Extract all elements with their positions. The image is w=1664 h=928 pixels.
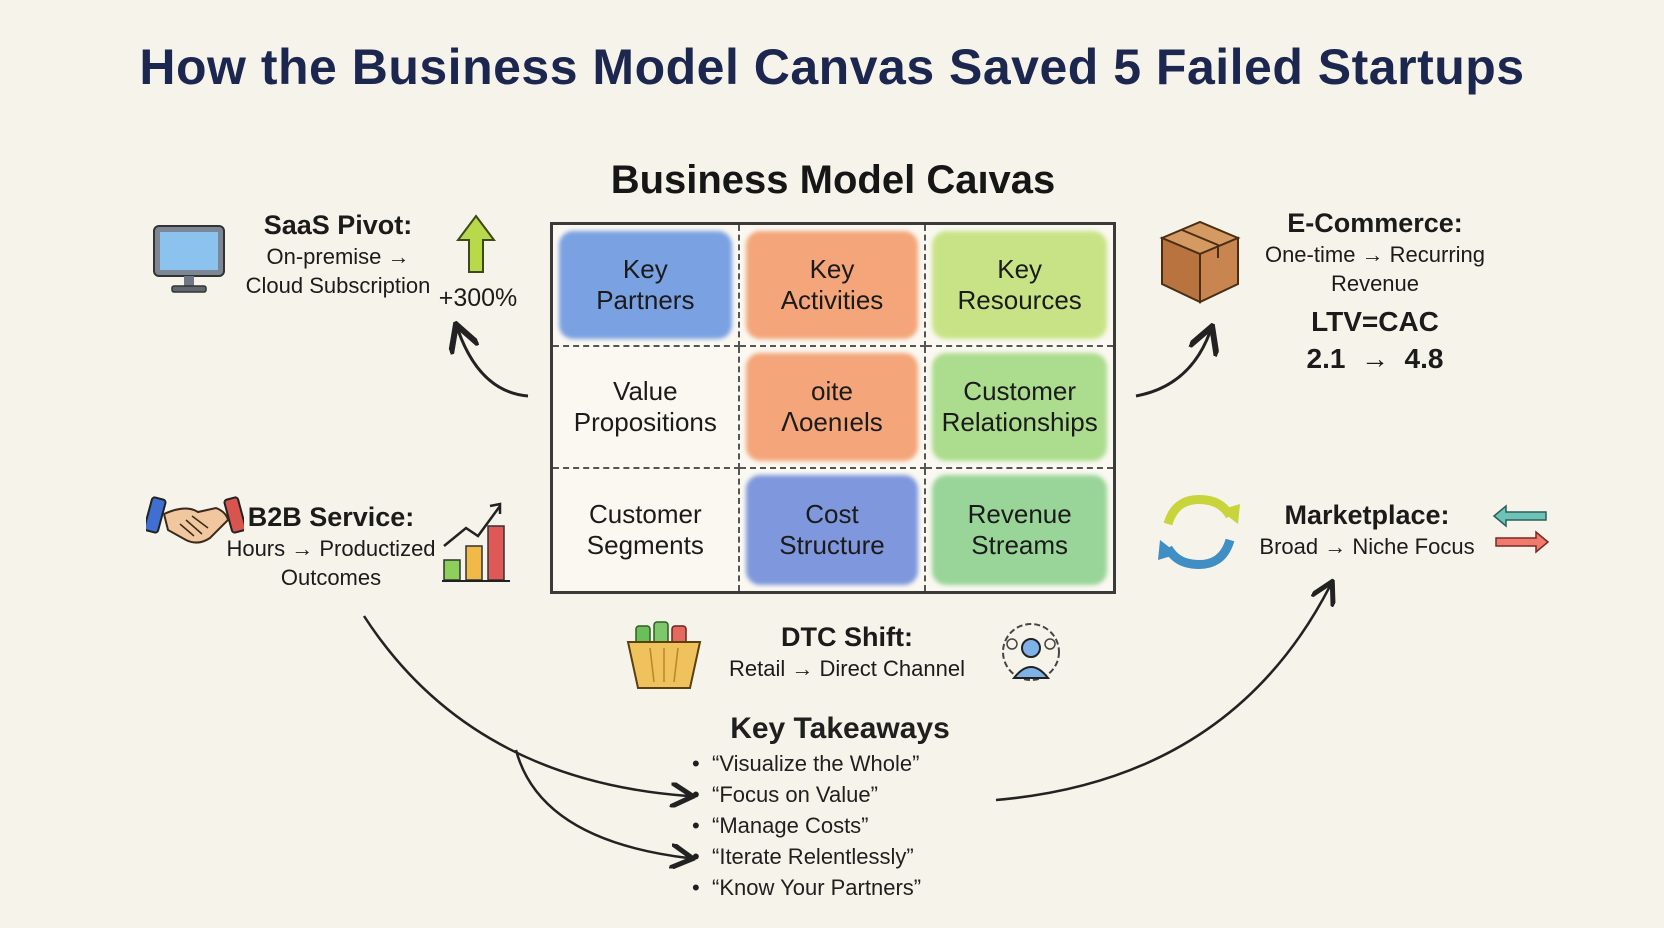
cell-cost-structure: Cost Structure bbox=[740, 469, 927, 591]
key-takeaways: Key Takeaways “Visualize the Whole” “Foc… bbox=[690, 712, 990, 903]
arrow-to-saas bbox=[458, 330, 529, 398]
b2b-heading: B2B Service: bbox=[247, 502, 415, 532]
list-item: “Manage Costs” bbox=[692, 810, 990, 841]
list-item: “Know Your Partners” bbox=[692, 872, 990, 903]
saas-heading: SaaS Pivot: bbox=[263, 210, 413, 240]
up-arrow-icon bbox=[456, 214, 496, 273]
team-users-icon bbox=[1002, 623, 1060, 681]
cell-key-partners: Key Partners bbox=[553, 225, 740, 347]
ecommerce-heading: E-Commerce: bbox=[1287, 208, 1463, 238]
list-item: “Iterate Relentlessly” bbox=[692, 841, 990, 872]
b2b-line1: Hours → Productized bbox=[226, 536, 436, 562]
b2b-note: B2B Service: Hours → Productized Outcome… bbox=[226, 500, 436, 592]
ecommerce-line2: Revenue bbox=[1330, 270, 1420, 296]
swap-arrows-icon bbox=[1492, 504, 1550, 554]
saas-metric: +300% bbox=[438, 284, 518, 312]
canvas-title: Business Model Caıvas bbox=[610, 158, 1056, 202]
cycle-arrows-icon bbox=[1158, 495, 1240, 569]
arrow-to-ecommerce bbox=[1135, 332, 1210, 398]
list-item: “Visualize the Whole” bbox=[692, 748, 990, 779]
saas-line2: Cloud Subscription bbox=[245, 272, 431, 298]
dtc-heading: DTC Shift: bbox=[781, 622, 913, 652]
cell-label: Customer Relationships bbox=[941, 375, 1098, 437]
arrow-takeaways-to-marketplace bbox=[995, 586, 1330, 802]
cell-label: Cost Structure bbox=[779, 498, 885, 560]
ecommerce-metric-value: 2.1 → 4.8 bbox=[1306, 342, 1444, 374]
page-title: How the Business Model Canvas Saved 5 Fa… bbox=[139, 39, 1525, 95]
cell-customer-relationships: Customer Relationships bbox=[926, 347, 1113, 469]
cell-label: Customer Segments bbox=[586, 498, 704, 560]
monitor-icon bbox=[153, 225, 225, 293]
business-model-canvas: Key Partners Key Activities Key Resource… bbox=[550, 222, 1116, 594]
cell-key-resources: Key Resources bbox=[926, 225, 1113, 347]
cell-label: Value Propositions bbox=[573, 375, 717, 437]
cell-customer-segments: Customer Segments bbox=[553, 469, 740, 591]
b2b-line2: Outcomes bbox=[280, 564, 382, 590]
arrow-loop-to-takeaways bbox=[514, 749, 688, 858]
dtc-note: DTC Shift: Retail → Direct Channel bbox=[712, 620, 982, 684]
saas-pivot-note: SaaS Pivot: On-premise → Cloud Subscript… bbox=[228, 208, 448, 300]
marketplace-heading: Marketplace: bbox=[1284, 500, 1450, 530]
ecommerce-note: E-Commerce: One-time → Recurring Revenue… bbox=[1250, 206, 1500, 377]
takeaways-list: “Visualize the Whole” “Focus on Value” “… bbox=[690, 748, 990, 903]
ecommerce-metric-label: LTV=CAC bbox=[1311, 306, 1439, 338]
cell-value-propositions: Value Propositions bbox=[553, 347, 740, 469]
cell-label: oite ꓥoenıels bbox=[781, 375, 883, 437]
dtc-line1: Retail → Direct Channel bbox=[729, 656, 965, 682]
cell-label: Revenue Streams bbox=[967, 498, 1072, 560]
marketplace-line1: Broad → Niche Focus bbox=[1259, 534, 1475, 560]
marketplace-note: Marketplace: Broad → Niche Focus bbox=[1252, 498, 1482, 562]
cell-revenue-streams: Revenue Streams bbox=[926, 469, 1113, 591]
handshake-icon bbox=[146, 496, 244, 544]
cell-label: Key Partners bbox=[596, 253, 695, 315]
basket-icon bbox=[626, 621, 702, 689]
ecommerce-line1: One-time → Recurring bbox=[1264, 242, 1486, 268]
cell-key-activities: Key Activities bbox=[739, 225, 927, 347]
cell-label: Key Resources bbox=[957, 253, 1082, 315]
cell-label: Key Activities bbox=[780, 253, 884, 315]
saas-line1: On-premise → bbox=[266, 244, 410, 270]
list-item: “Focus on Value” bbox=[692, 779, 990, 810]
growth-chart-icon bbox=[442, 502, 510, 582]
takeaways-heading: Key Takeaways bbox=[730, 712, 950, 745]
cell-channels: oite ꓥoenıels bbox=[739, 347, 927, 469]
box-icon bbox=[1159, 220, 1241, 304]
